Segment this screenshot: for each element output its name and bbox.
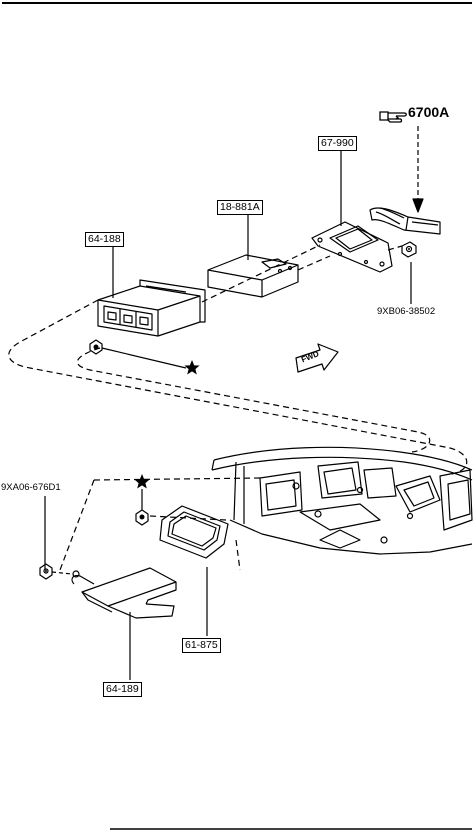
reference-arrowhead [412, 198, 424, 213]
panel-64-189 [71, 567, 177, 619]
nut-9xb06 [401, 241, 417, 258]
screw-middle [135, 489, 149, 526]
callout-9xa06-676d1: 9XA06-676D1 [1, 482, 61, 493]
module-18-881a [207, 254, 299, 298]
screw-middle-head [139, 514, 145, 520]
bolt-9xa06-head [45, 570, 47, 572]
bolt-9xa06 [39, 563, 73, 580]
fwd-arrow [295, 343, 339, 373]
duct-64-188 [97, 279, 206, 337]
star-icon [184, 360, 200, 375]
register-vent [369, 207, 441, 235]
screw-upper-head [93, 344, 99, 350]
star-icon [134, 474, 150, 489]
callout-18-881a: 18-881A [217, 200, 263, 215]
bezel-67-990 [311, 221, 393, 273]
instrument-panel [211, 446, 473, 555]
callout-64-189: 64-189 [103, 682, 142, 697]
callout-64-188: 64-188 [85, 232, 124, 247]
pointing-hand-icon [379, 111, 407, 123]
screw-upper [89, 339, 187, 369]
assembly-path-dashed [8, 244, 468, 475]
callout-67-990: 67-990 [318, 136, 357, 151]
nut-9xb06-center [408, 248, 410, 250]
callout-61-875: 61-875 [182, 638, 221, 653]
callout-9xb06-38502: 9XB06-38502 [377, 306, 436, 317]
gasket-61-875 [159, 505, 229, 559]
lower-assembly-path-dashed [59, 477, 261, 571]
reference-label: 6700A [408, 104, 450, 120]
